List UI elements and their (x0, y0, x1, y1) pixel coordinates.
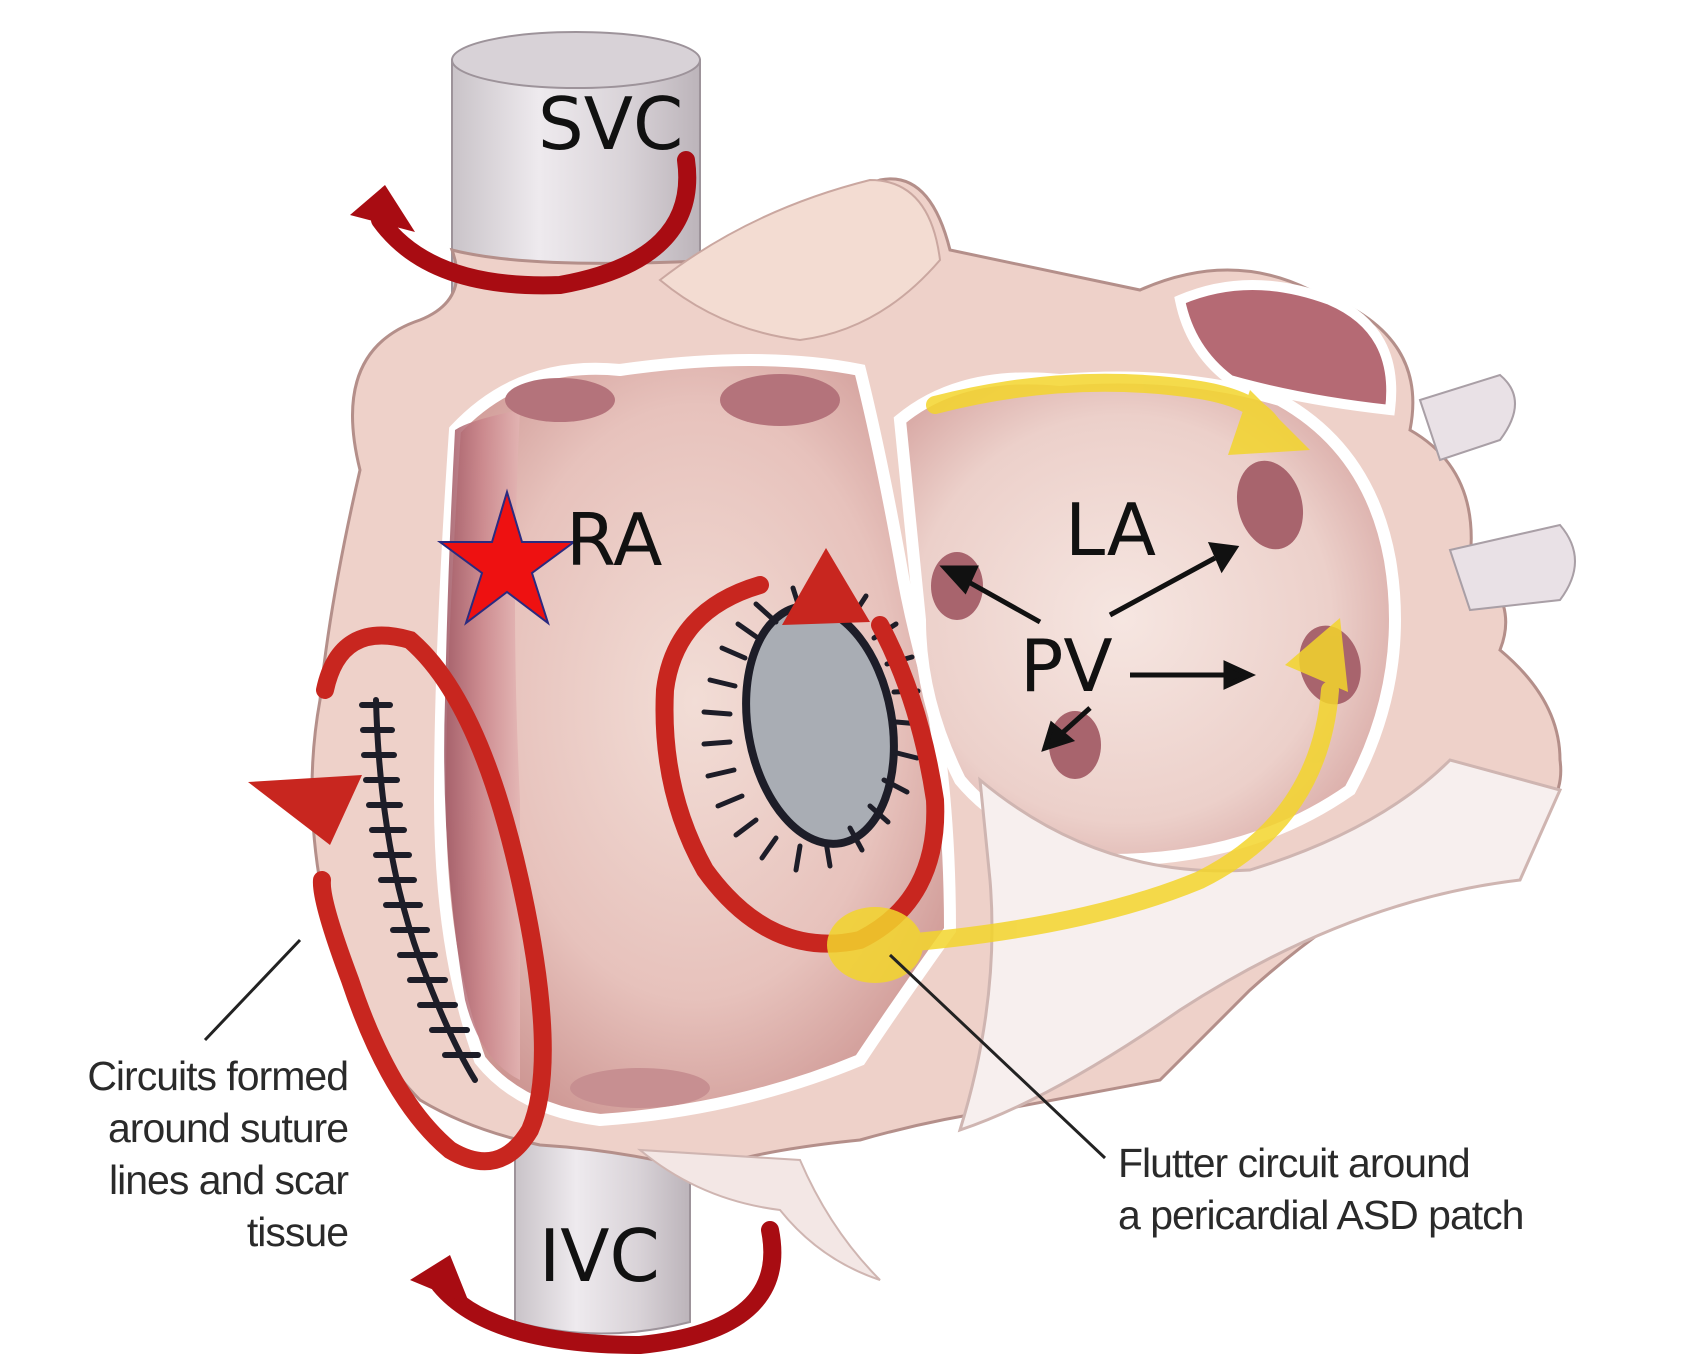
label-pv: PV (1020, 630, 1113, 702)
label-ra: RA (566, 504, 662, 576)
left-atrium-cavity (900, 378, 1395, 861)
caption-left-line: Circuits formed (8, 1050, 348, 1102)
label-la: LA (1065, 494, 1156, 566)
caption-right-line: a pericardial ASD patch (1118, 1189, 1638, 1241)
caption-left-line: lines and scar (8, 1154, 348, 1206)
caption-left-line: tissue (8, 1206, 348, 1258)
label-ivc: IVC (539, 1220, 660, 1292)
caption-suture-circuits: Circuits formed around suture lines and … (8, 1050, 348, 1258)
caption-asd-flutter: Flutter circuit around a pericardial ASD… (1118, 1137, 1638, 1241)
caption-left-line: around suture (8, 1102, 348, 1154)
caption-right-line: Flutter circuit around (1118, 1137, 1638, 1189)
label-svc: SVC (538, 88, 683, 160)
leader-line-left (205, 940, 300, 1040)
